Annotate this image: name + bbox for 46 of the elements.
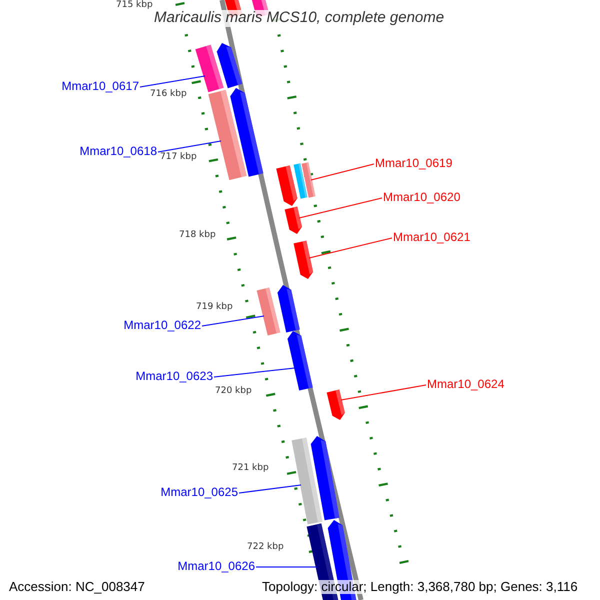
scale-label: 717 kbp [160,153,197,163]
leader-line [310,164,374,180]
gene-feature [326,390,345,420]
summary-text: Topology: circular; Length: 3,368,780 bp; Genes: 3,116 [262,580,578,594]
gene-block [195,44,224,92]
gene-label: Mmar10_0625 [160,486,238,500]
leader-line [158,140,222,152]
gene-feature [230,88,264,177]
scale-label: 720 kbp [215,387,252,397]
gene-label: Mmar10_0619 [375,157,452,170]
scale-label: 719 kbp [196,303,233,313]
leader-line [256,566,318,568]
gene-feature [276,165,298,206]
gene-block [302,162,316,198]
scale-label: 715 kbp [116,1,153,11]
gene-label: Mmar10_0623 [136,370,213,384]
gene-feature [288,331,313,390]
leader-line [298,198,382,218]
scale-label: 716 kbp [150,90,187,100]
gene-label: Mmar10_0618 [80,145,157,158]
scale-label: 718 kbp [179,231,216,241]
leader-line [238,484,302,494]
gene-feature [216,43,242,88]
accession-text: Accession: NC_008347 [9,580,145,594]
scale-label: 721 kbp [232,464,269,474]
gene-label: Mmar10_0626 [178,560,255,574]
leader-line [140,76,206,88]
gene-block [292,438,322,524]
leader-line [340,384,426,400]
gene-label: Mmar10_0624 [427,378,504,392]
leader-line [214,368,296,378]
scale-label: 722 kbp [247,543,284,553]
gene-block [294,163,308,199]
gene-label: Mmar10_0620 [383,191,460,204]
chart-title: Maricaulis maris MCS10, complete genome [154,10,444,26]
leader-line [308,238,392,258]
gene-block [256,288,280,336]
leader-line [202,316,264,326]
gene-feature [310,436,340,520]
gene-label: Mmar10_0621 [393,231,470,244]
gene-block [208,90,247,180]
gene-feature [294,240,314,279]
gene-label: Mmar10_0617 [62,80,139,94]
gene-feature [278,285,300,332]
gene-label: Mmar10_0622 [124,319,201,332]
gene-feature [284,206,302,234]
